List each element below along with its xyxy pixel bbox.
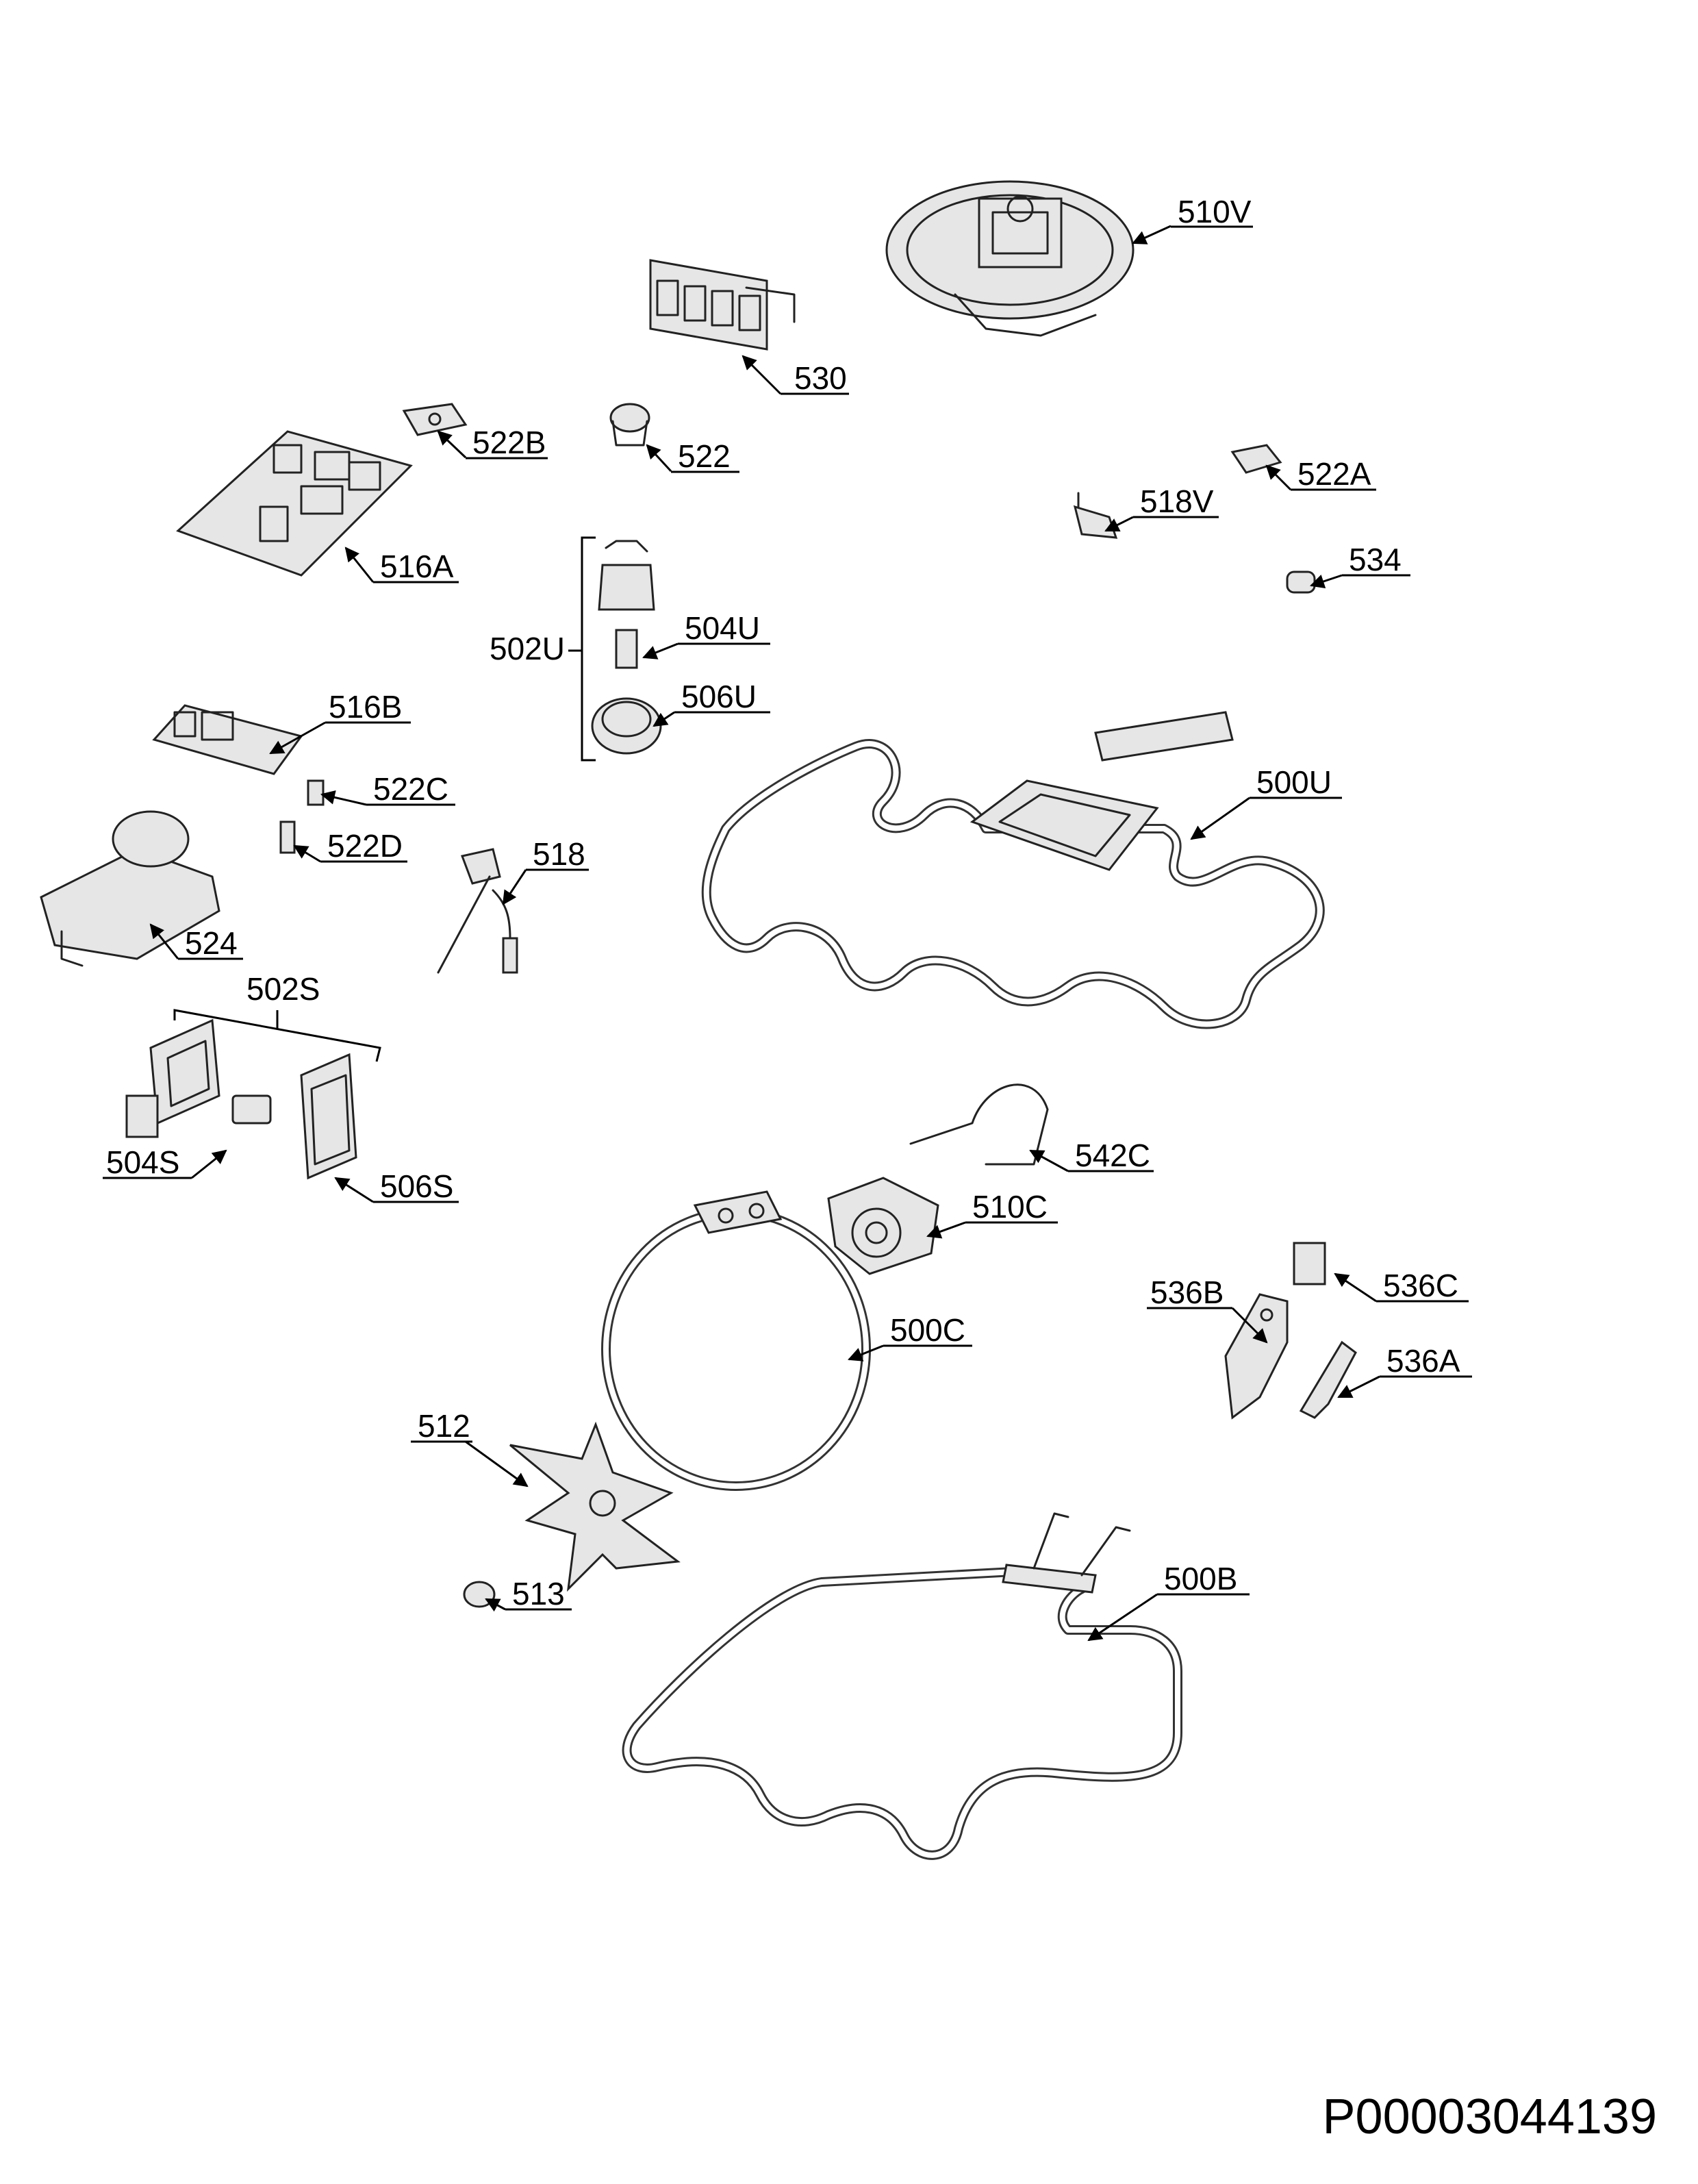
label-536a-text: 536A — [1386, 1343, 1460, 1379]
label-500b: 500B — [1157, 1561, 1250, 1596]
label-522b-text: 522B — [472, 425, 546, 460]
label-512-text: 512 — [418, 1408, 470, 1444]
sensor-bracket-522b — [402, 403, 468, 436]
label-522: 522 — [671, 438, 739, 474]
fan-blade-512 — [509, 1421, 681, 1592]
label-518v: 518V — [1133, 484, 1219, 519]
label-536c-text: 536C — [1383, 1268, 1458, 1303]
label-524: 524 — [178, 925, 243, 961]
label-522-text: 522 — [678, 438, 731, 474]
label-506s: 506S — [373, 1168, 459, 1204]
label-522d-text: 522D — [327, 828, 403, 864]
label-513: 513 — [505, 1576, 572, 1611]
label-516a: 516A — [373, 549, 459, 584]
clip-522d — [279, 820, 296, 854]
label-516a-text: 516A — [380, 549, 454, 584]
wire-clip-542c — [909, 1083, 1049, 1166]
group-bracket-502u — [568, 536, 596, 762]
label-502s: 502S — [246, 971, 320, 1007]
part-labels: 510V 530 522B 522 516A 522A 518V 534 — [103, 194, 1472, 1611]
label-510v-text: 510V — [1178, 194, 1252, 229]
label-500u: 500U — [1250, 764, 1342, 800]
microswitch-536c — [1293, 1242, 1326, 1285]
label-504u-text: 504U — [685, 610, 760, 646]
label-504s: 504S — [103, 1144, 192, 1180]
diagram-code: P00003044139 — [1323, 2089, 1658, 2144]
label-518-text: 518 — [533, 836, 585, 872]
label-536b: 536B — [1147, 1275, 1232, 1310]
label-500c: 500C — [883, 1312, 972, 1348]
bottom-element-500b — [622, 1512, 1182, 1860]
label-518v-text: 518V — [1140, 484, 1214, 519]
label-530-text: 530 — [794, 360, 847, 396]
label-513-text: 513 — [512, 1576, 565, 1611]
ring-element-500c — [601, 1190, 871, 1491]
label-516b: 516B — [325, 689, 411, 725]
label-522d: 522D — [320, 828, 407, 864]
cap-534 — [1286, 570, 1316, 594]
door-lock-524 — [40, 810, 220, 967]
grill-element-500u — [701, 711, 1325, 1029]
label-506s-text: 506S — [380, 1168, 453, 1204]
pcb-516b — [152, 704, 303, 775]
label-522c-text: 522C — [373, 771, 448, 807]
label-536b-text: 536B — [1150, 1275, 1224, 1310]
label-510c: 510C — [965, 1189, 1058, 1225]
label-536a: 536A — [1380, 1343, 1472, 1379]
terminal-block-530 — [649, 259, 796, 351]
clip-522c — [307, 779, 325, 806]
main-pcb-516a — [176, 430, 413, 577]
label-502u-text: 502U — [490, 631, 565, 666]
leader-lines — [149, 225, 1380, 1642]
label-524-text: 524 — [185, 925, 238, 961]
label-502s-text: 502S — [246, 971, 320, 1007]
bracket-522a — [1230, 444, 1282, 474]
label-504s-text: 504S — [106, 1144, 179, 1180]
switch-bracket-536b — [1224, 1293, 1289, 1420]
fan-motor-510v — [885, 180, 1135, 337]
label-510c-text: 510C — [972, 1189, 1048, 1225]
label-500b-text: 500B — [1164, 1561, 1237, 1596]
label-518: 518 — [526, 836, 589, 872]
temperature-probe-518 — [437, 848, 518, 974]
group-bracket-502s — [173, 1009, 381, 1062]
label-506u-text: 506U — [681, 679, 757, 714]
label-536c: 536C — [1376, 1268, 1469, 1303]
sensor-clip-518v — [1073, 492, 1118, 539]
label-506u: 506U — [674, 679, 770, 714]
label-522c: 522C — [366, 771, 455, 807]
label-542c: 542C — [1068, 1138, 1154, 1173]
label-502u: 502U — [490, 631, 565, 666]
label-504u: 504U — [678, 610, 770, 646]
nut-513 — [463, 1581, 496, 1608]
fan-motor-510c — [827, 1177, 939, 1275]
lamp-holder-502u — [591, 540, 662, 755]
label-500c-text: 500C — [890, 1312, 965, 1348]
label-500u-text: 500U — [1256, 764, 1332, 800]
thermostat-522 — [609, 403, 650, 447]
label-534-text: 534 — [1349, 542, 1402, 577]
label-516b-text: 516B — [329, 689, 402, 725]
label-522b: 522B — [466, 425, 548, 460]
label-510v: 510V — [1171, 194, 1253, 229]
label-522a-text: 522A — [1297, 456, 1371, 492]
label-522a: 522A — [1291, 456, 1376, 492]
label-512: 512 — [411, 1408, 472, 1444]
label-534: 534 — [1342, 542, 1410, 577]
label-530: 530 — [781, 360, 849, 396]
side-lamp-502s — [125, 1018, 357, 1180]
switch-lever-536a — [1299, 1340, 1357, 1419]
label-542c-text: 542C — [1075, 1138, 1150, 1173]
